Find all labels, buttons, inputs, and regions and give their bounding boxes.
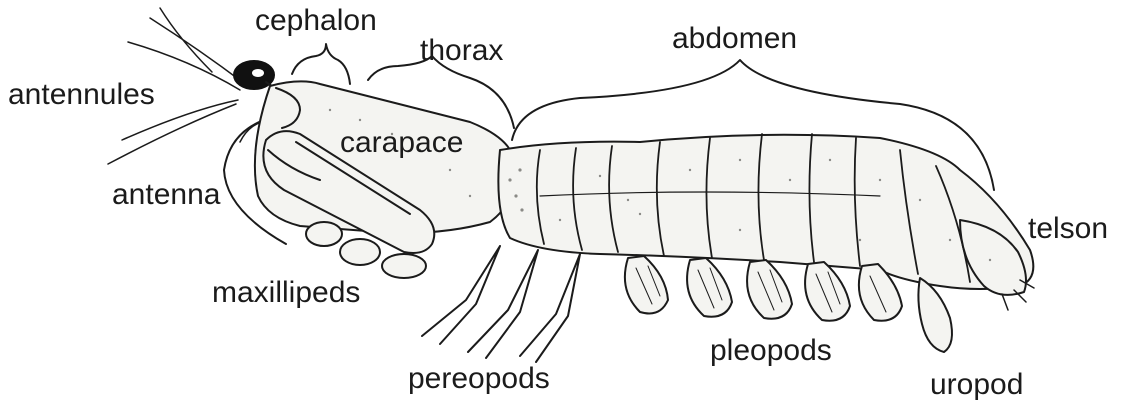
label-uropod: uropod: [930, 370, 1023, 400]
pleopod-2: [687, 258, 732, 317]
label-pleopods: pleopods: [710, 336, 832, 366]
maxilliped-3: [382, 254, 426, 278]
eye-highlight: [252, 69, 264, 77]
label-abdomen: abdomen: [672, 24, 797, 54]
pleopod-1: [625, 256, 668, 314]
label-antennules: antennules: [8, 80, 155, 110]
maxilliped-2: [340, 239, 380, 265]
uropod: [918, 278, 952, 352]
label-pereopods: pereopods: [408, 364, 550, 394]
label-antenna: antenna: [112, 180, 220, 210]
pleopod-4: [805, 262, 850, 321]
pleopod-3: [747, 260, 792, 319]
label-telson: telson: [1028, 214, 1108, 244]
label-cephalon: cephalon: [255, 6, 377, 36]
cephalon-bracket: [292, 44, 350, 84]
maxilliped-1: [306, 222, 342, 246]
label-maxillipeds: maxillipeds: [212, 278, 360, 308]
label-carapace: carapace: [340, 128, 463, 158]
pereopod-2: [468, 250, 538, 358]
label-thorax: thorax: [420, 36, 503, 66]
